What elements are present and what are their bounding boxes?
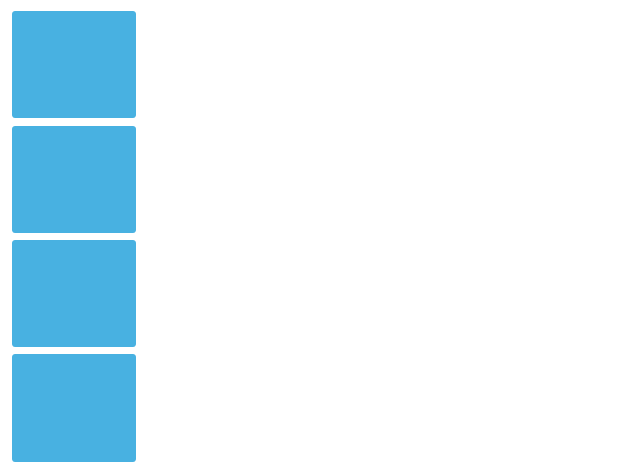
tile-3[interactable] [12, 240, 136, 347]
tile-1[interactable] [12, 11, 136, 118]
tile-4[interactable] [12, 354, 136, 462]
tile-2[interactable] [12, 126, 136, 233]
